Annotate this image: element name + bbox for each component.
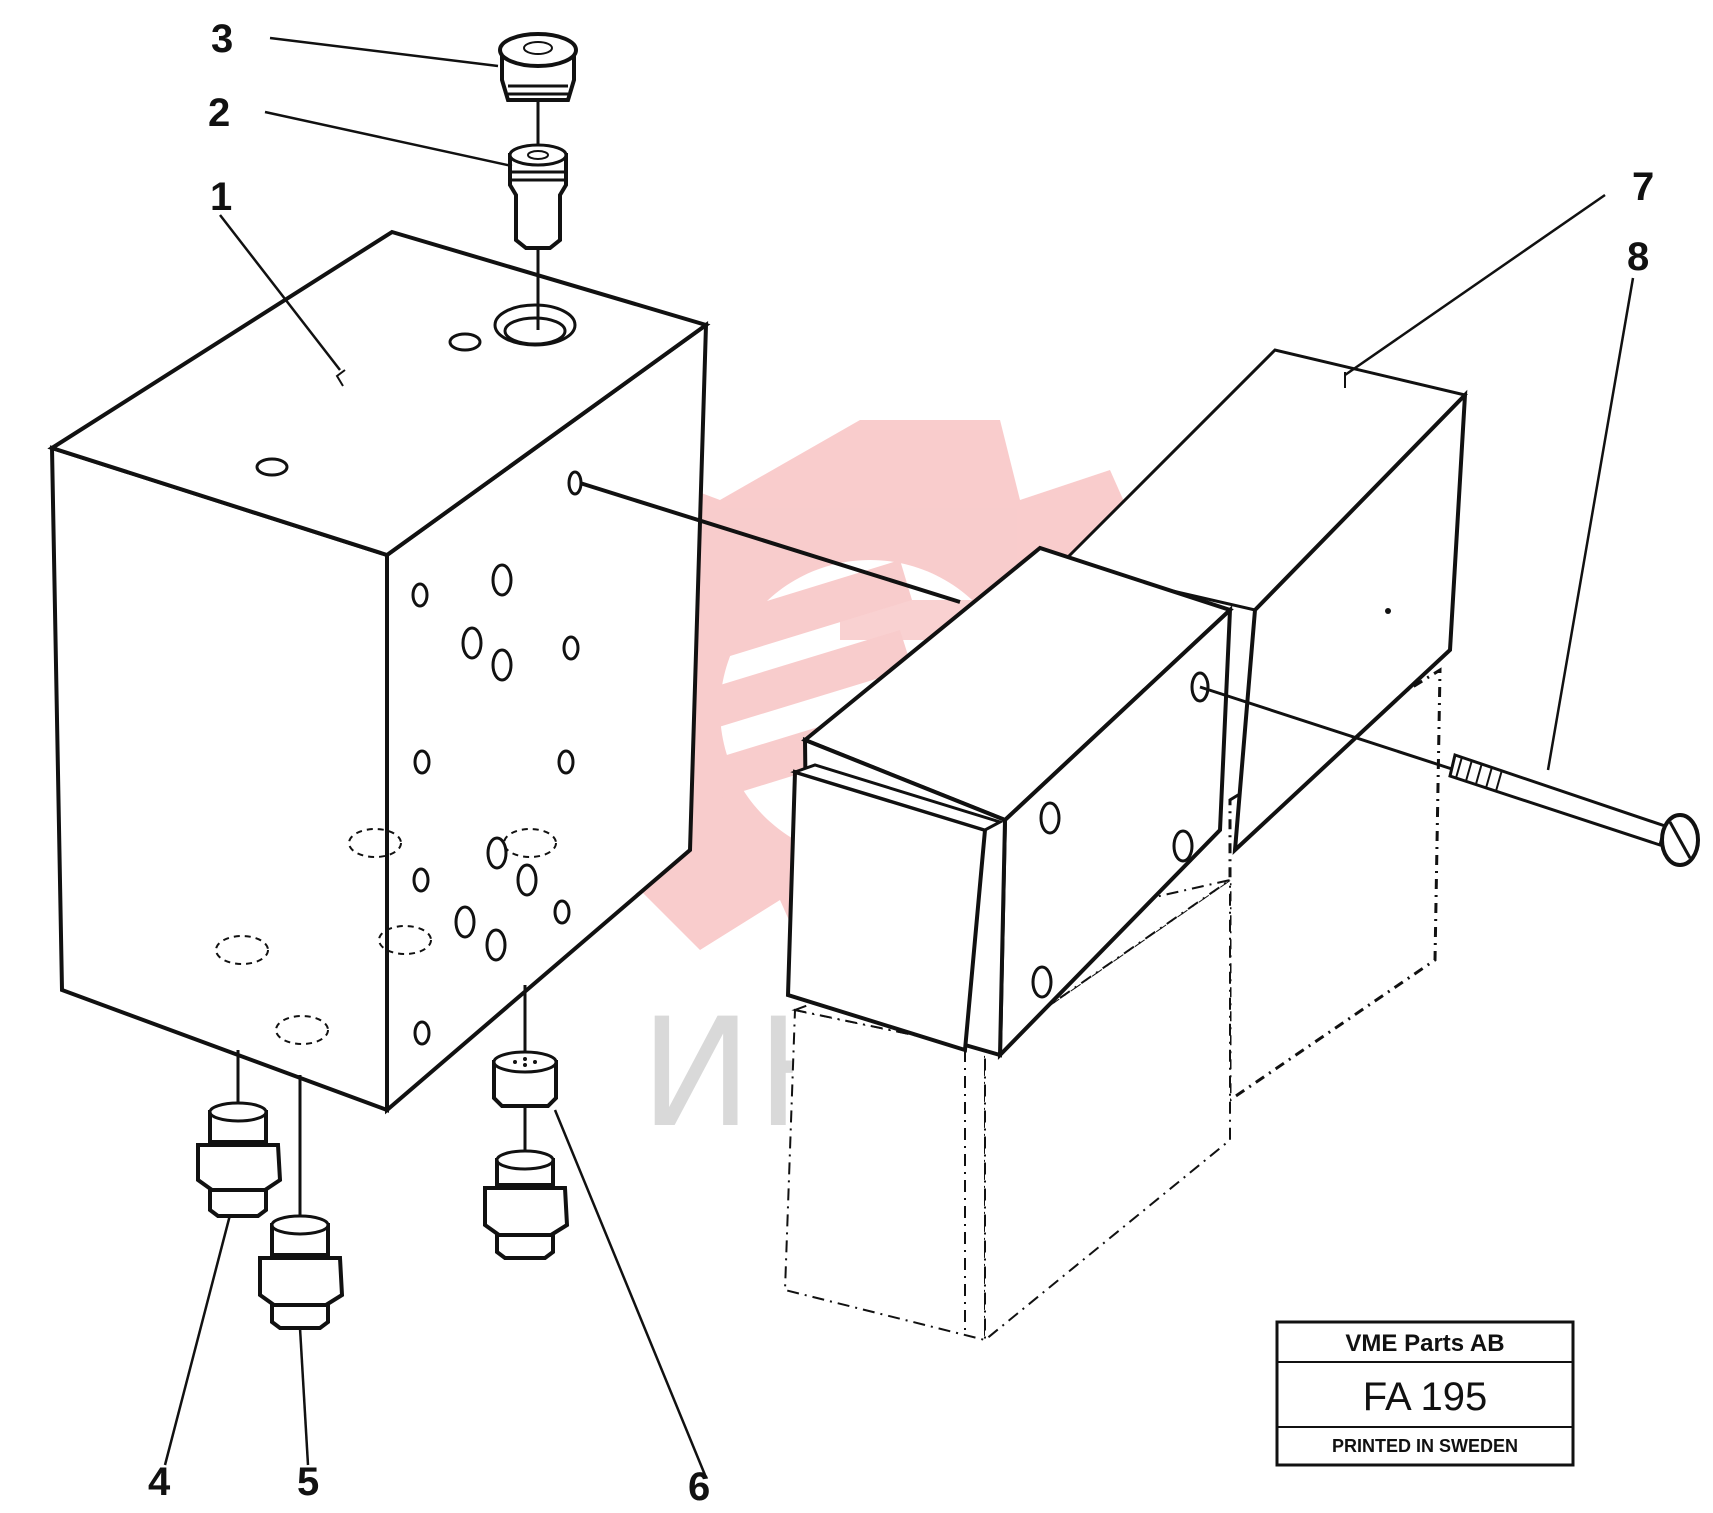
title-block-company: VME Parts AB (1345, 1330, 1504, 1357)
title-block-code: FA 195 (1363, 1375, 1488, 1419)
callout-5: 5 (297, 1460, 319, 1504)
part-7-solenoid-front (783, 545, 1234, 1343)
part-6-fitting (483, 1050, 570, 1260)
callout-3: 3 (211, 17, 233, 61)
callout-4: 4 (148, 1460, 171, 1504)
title-block-footer: PRINTED IN SWEDEN (1332, 1436, 1518, 1456)
callout-8: 8 (1627, 235, 1649, 279)
part-2-valve-insert (508, 143, 568, 250)
part-8-screw (1199, 685, 1700, 867)
callout-7: 7 (1632, 165, 1654, 209)
part-3-plug (498, 32, 578, 102)
callout-1: 1 (210, 175, 232, 219)
callout-6: 6 (688, 1465, 710, 1509)
part-7-solenoid-valve (1057, 348, 1468, 1103)
leader-lines (163, 36, 1635, 1476)
callout-2: 2 (208, 91, 230, 135)
title-block: VME Parts AB FA 195 PRINTED IN SWEDEN (1275, 1320, 1575, 1467)
part-1-valve-block (47, 229, 711, 1115)
part-4-fitting (196, 1101, 283, 1218)
part-5-fitting (258, 1214, 345, 1330)
